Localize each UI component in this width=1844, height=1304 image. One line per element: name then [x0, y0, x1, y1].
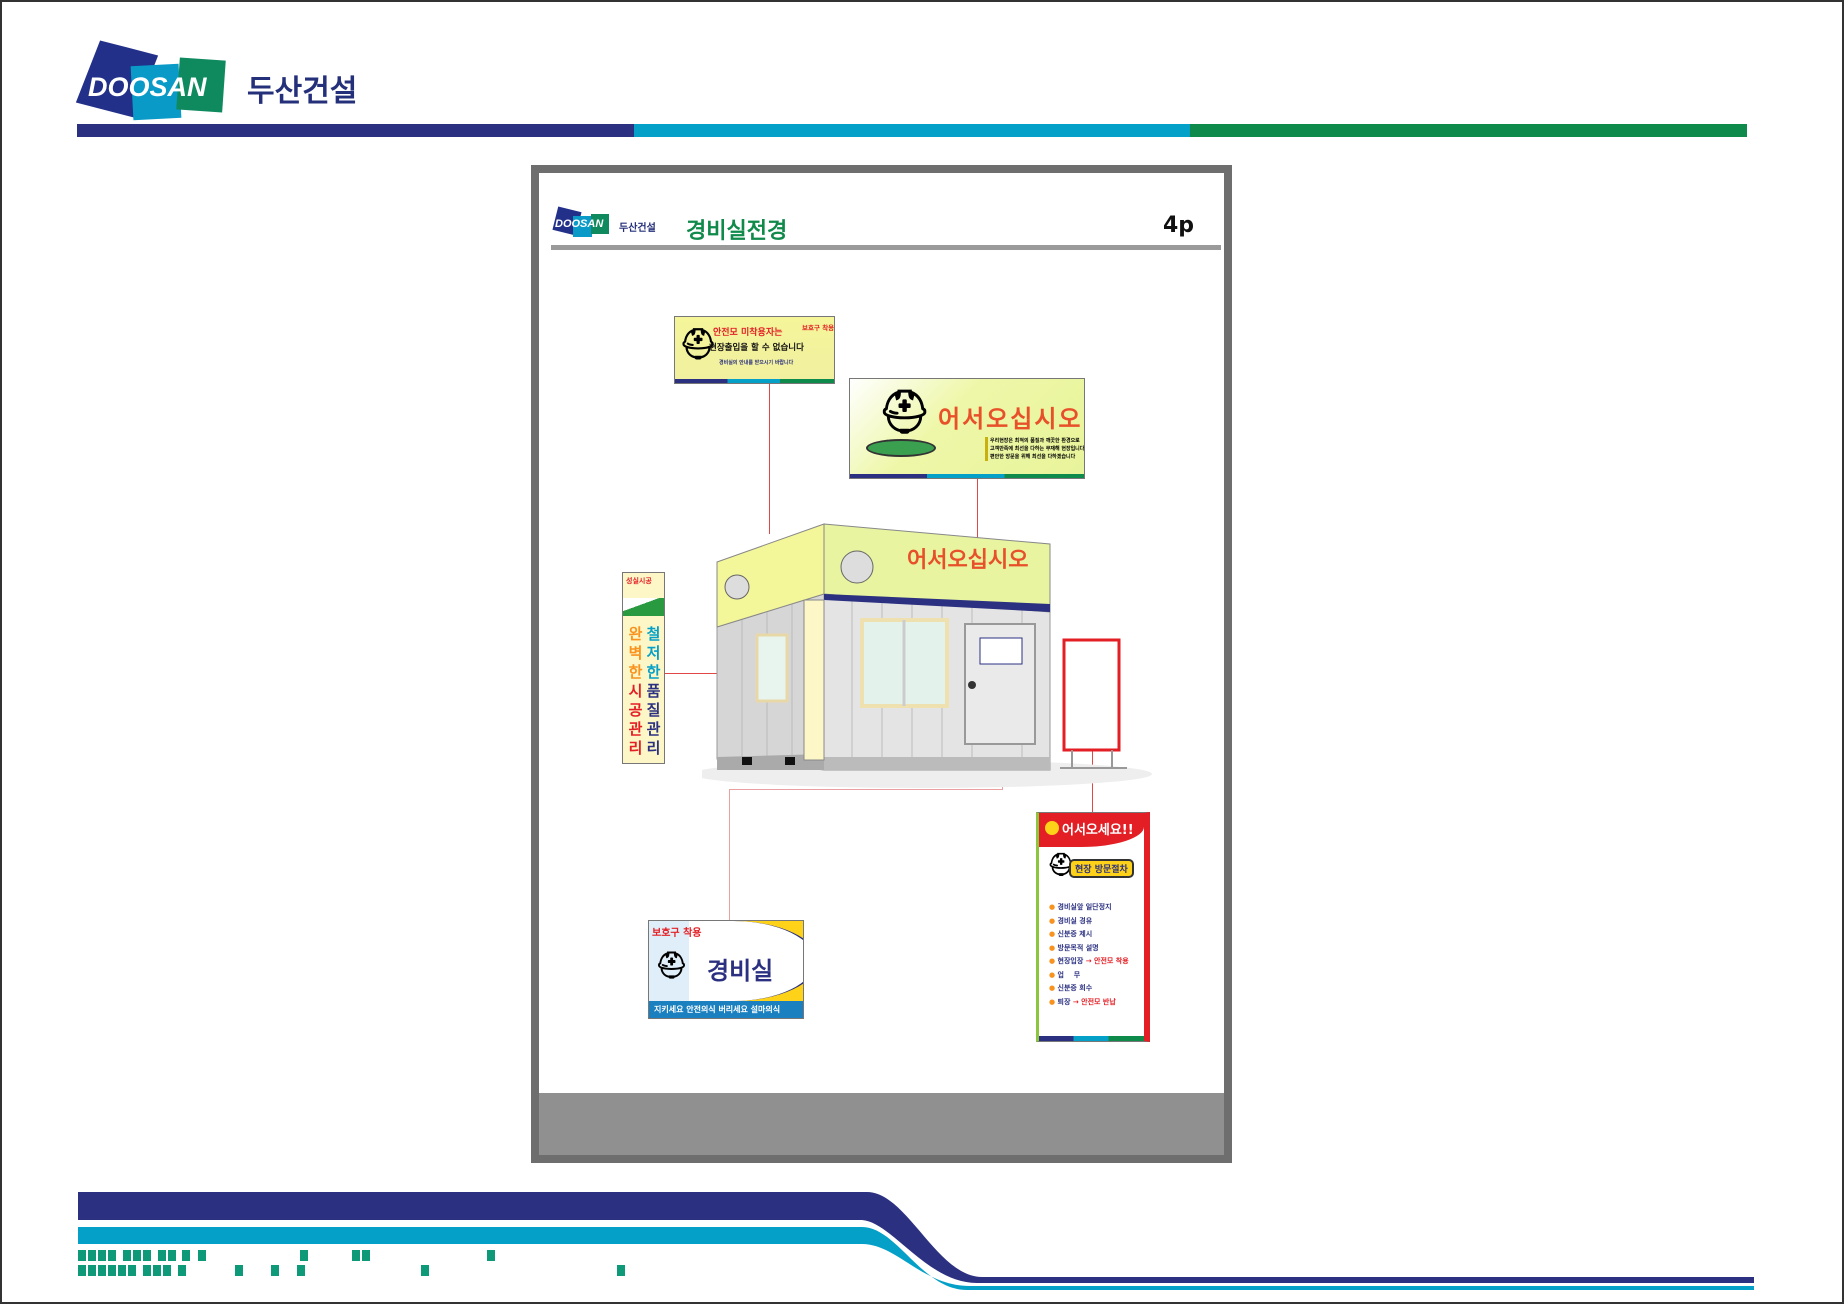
footer-square	[88, 1265, 96, 1276]
procedure-step: ● 경비실 경유	[1049, 916, 1093, 925]
footer-square	[98, 1250, 106, 1261]
sign-char: 완	[628, 625, 643, 643]
procedure-step: ● 신분증 회수	[1049, 984, 1093, 992]
footer-decoration	[78, 1192, 1754, 1290]
sign-char: 철	[646, 625, 661, 643]
sign-char: 질	[646, 701, 661, 719]
connector-line	[977, 479, 978, 549]
footer-square	[235, 1265, 243, 1276]
sign-char: 저	[646, 644, 661, 662]
sign-text: 경비실의 안내를 받으시기 바랍니다	[719, 360, 794, 366]
sign-welcome: ⛑ 어서오십시오 우리현장은 최적의 품질과 깨끗한 환경으로 고객만족에 최선…	[849, 378, 1085, 479]
footer-square	[98, 1265, 106, 1276]
footer-square	[271, 1265, 279, 1276]
smiley-icon	[1045, 821, 1059, 835]
footer-square	[128, 1265, 136, 1276]
sign-text: 고객만족에 최선을 다하는 무재해 현장입니다	[990, 446, 1085, 452]
sign-text: 보호구 착용	[652, 928, 702, 939]
procedure-step: ● 방문목적 설명	[1049, 943, 1099, 952]
header-stripe	[77, 124, 1748, 137]
guard-house-illustration: 어서오십시오	[702, 523, 1152, 788]
sign-text: 지키세요 안전의식 버리세요 설마의식	[654, 1005, 781, 1014]
header-divider	[551, 245, 1221, 250]
footer-square	[168, 1250, 176, 1261]
brand-name: 두산건설	[247, 74, 358, 109]
person-icon: ⛑	[655, 951, 689, 981]
sign-text: 편안한 방문을 위해 최선을 다하겠습니다	[990, 454, 1076, 460]
sign-guard-room: 보호구 착용 ⛑ 경비실 지키세요 안전의식 버리세요 설마의식	[648, 920, 804, 1019]
slide-logo: DOOSAN	[552, 206, 611, 237]
sign-badge: 현장 방문절차	[1069, 859, 1134, 878]
page-number: 4p	[1162, 213, 1194, 238]
sign-char: 한	[646, 663, 661, 681]
footer-square	[153, 1265, 161, 1276]
procedure-step: ● 신분증 제시	[1049, 930, 1093, 938]
footer-square	[143, 1265, 151, 1276]
person-icon: ⛑	[878, 387, 932, 436]
footer-square	[178, 1265, 186, 1276]
doosan-logo: DOOSAN	[75, 40, 232, 121]
procedure-step: ● 업 무	[1049, 970, 1081, 979]
footer-square	[352, 1250, 360, 1261]
page-title: 경비실전경	[686, 219, 788, 244]
footer-square	[118, 1265, 126, 1276]
footer-square	[78, 1250, 86, 1261]
footer-square	[143, 1250, 151, 1261]
sign-text: 현장출입을 할 수 없습니다	[709, 343, 804, 353]
footer-square	[421, 1265, 429, 1276]
footer-square	[123, 1250, 131, 1261]
sign-title: 어서오세요!!	[1062, 823, 1134, 838]
sign-char: 시	[628, 682, 643, 700]
procedure-step: ● 퇴장 → 안전모 반납	[1049, 997, 1116, 1006]
slide-brand: 두산건설	[619, 223, 656, 234]
character-icon	[866, 439, 936, 457]
sign-helmet-warning: ⛑ 안전모 미착용자는 현장출입을 할 수 없습니다 경비실의 안내를 받으시기…	[674, 316, 835, 384]
footer-square	[617, 1265, 625, 1276]
sign-char: 관	[646, 720, 661, 738]
sign-char: 한	[628, 663, 643, 681]
sign-char: 관	[628, 720, 643, 738]
sign-title: 어서오십시오	[938, 405, 1083, 433]
footer-square	[163, 1265, 171, 1276]
footer-square	[182, 1250, 190, 1261]
sign-char: 리	[646, 739, 661, 757]
footer-square	[108, 1265, 116, 1276]
connector-line	[769, 384, 770, 534]
footer-square	[300, 1250, 308, 1261]
footer-square	[198, 1250, 206, 1261]
sign-char: 벽	[628, 644, 643, 662]
sign-char: 품	[646, 682, 661, 700]
procedure-step: ● 현장입장 → 안전모 착용	[1049, 957, 1129, 965]
sign-char: 리	[628, 739, 643, 757]
svg-text:어서오십시오: 어서오십시오	[907, 548, 1028, 573]
sign-text: 성실시공	[626, 577, 652, 585]
sign-text: 보호구 착용	[802, 324, 835, 332]
sign-text: 안전모 미착용자는	[713, 328, 783, 338]
footer-square	[297, 1265, 305, 1276]
sign-title: 경비실	[707, 957, 774, 985]
slide-footer-band	[539, 1093, 1224, 1155]
procedure-step: ● 경비실앞 일단정지	[1049, 903, 1112, 911]
sign-text: 우리현장은 최적의 품질과 깨끗한 환경으로	[990, 438, 1080, 444]
footer-square	[78, 1265, 86, 1276]
sign-char: 공	[628, 701, 643, 719]
footer-square	[487, 1250, 495, 1261]
footer-square	[88, 1250, 96, 1261]
sign-visit-procedure: 어서오세요!! ⛑ 현장 방문절차 ● 경비실앞 일단정지● 경비실 경유● 신…	[1036, 812, 1150, 1042]
connector-line	[729, 789, 730, 920]
footer-square	[362, 1250, 370, 1261]
footer-square	[158, 1250, 166, 1261]
footer-square	[108, 1250, 116, 1261]
footer-square	[133, 1250, 141, 1261]
connector-line	[729, 789, 1003, 790]
person-icon: ⛑	[679, 327, 718, 362]
